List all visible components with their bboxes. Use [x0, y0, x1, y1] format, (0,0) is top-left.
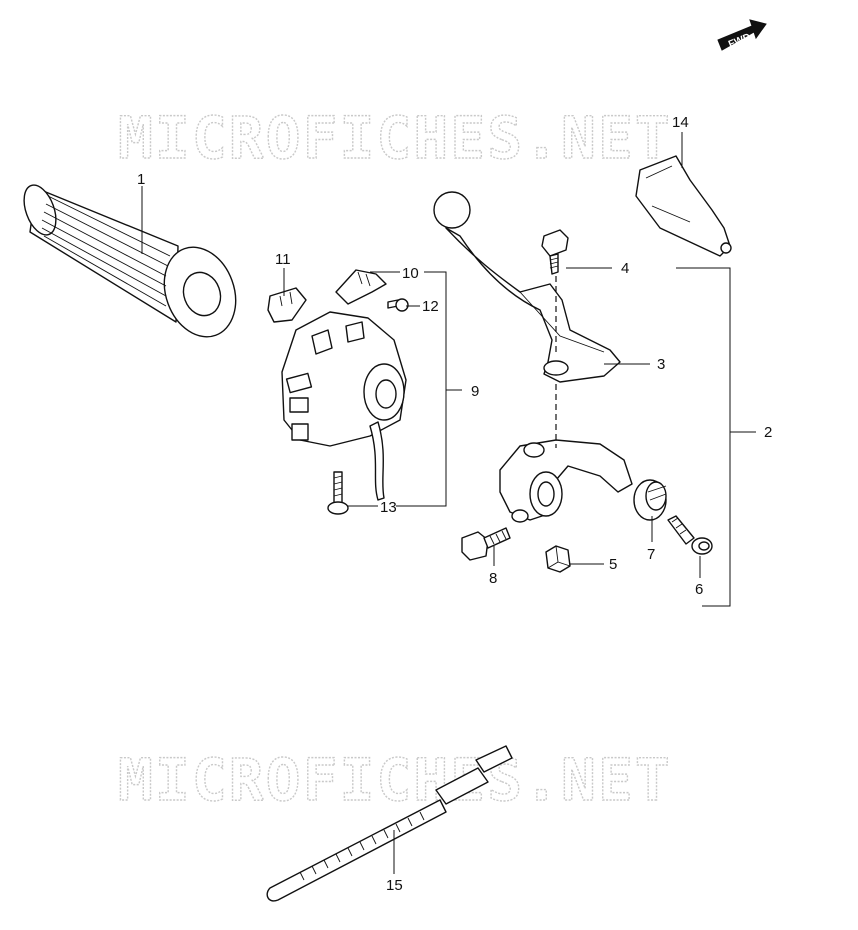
lever-cover-part [635, 155, 732, 257]
adjuster-part [633, 479, 667, 521]
screw-small-part [387, 298, 409, 312]
watermark-bottom: MICROFICHES.NET [118, 746, 672, 814]
switch-holder-part [335, 269, 387, 305]
watermark-top: MICROFICHES.NET [118, 104, 672, 172]
cable-tie-part [266, 745, 513, 902]
holder-nut-part [545, 545, 571, 573]
leader-lines [141, 132, 756, 874]
fwd-arrow-icon: FWD [717, 19, 767, 51]
callout-10: 10 [402, 265, 419, 282]
switch-clamp-part [267, 287, 307, 323]
callout-6: 6 [695, 581, 703, 598]
callout-4: 4 [621, 260, 629, 277]
callout-1: 1 [137, 171, 145, 188]
callout-3: 3 [657, 356, 665, 373]
clutch-lever-part [433, 191, 621, 383]
callout-15: 15 [386, 877, 403, 894]
switch-bolt-part [327, 471, 349, 515]
lever-holder-part [499, 439, 633, 523]
callout-2: 2 [764, 424, 772, 441]
callout-9: 9 [471, 383, 479, 400]
handle-switch-assembly-part [281, 311, 407, 501]
callout-13: 13 [380, 499, 397, 516]
handle-grip-part [23, 184, 237, 338]
callout-7: 7 [647, 546, 655, 563]
callout-8: 8 [489, 570, 497, 587]
holder-bolt-part [461, 527, 511, 561]
adjuster-screw-part [667, 515, 713, 555]
callout-12: 12 [422, 298, 439, 315]
lever-bolt-part [541, 229, 569, 275]
callout-11: 11 [275, 251, 291, 268]
callout-14: 14 [672, 114, 689, 131]
callout-5: 5 [609, 556, 617, 573]
